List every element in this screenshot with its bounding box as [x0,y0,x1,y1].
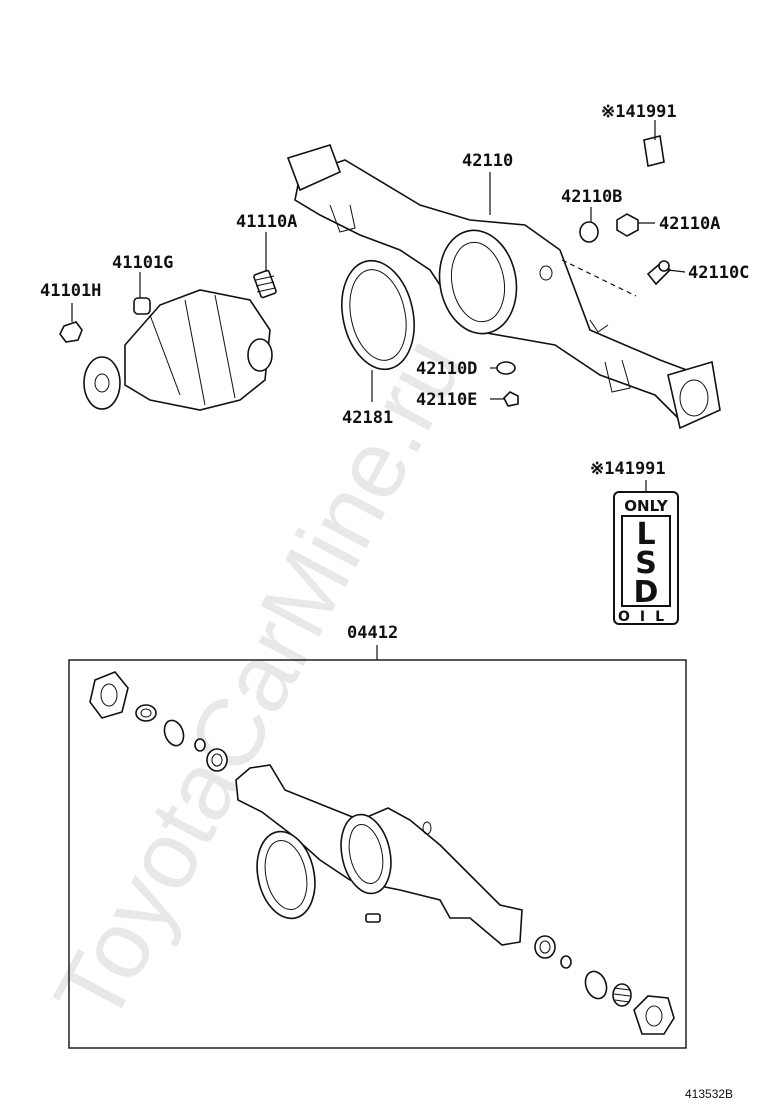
badge-bottom-text: OIL [618,609,674,625]
plug-42110D[interactable] [496,361,516,375]
plug-42110A[interactable] [616,213,639,237]
label-04412: 04412 [347,623,398,643]
label-42110: 42110 [462,151,513,171]
label-41991-top: ※141991 [601,102,677,122]
breather-42110C[interactable] [646,260,672,286]
label-41991-badge: ※141991 [590,459,666,479]
nut-41101H[interactable] [59,321,83,343]
gasket-kit-contents[interactable] [89,671,675,1035]
leader-42110C [667,269,686,273]
axle-housing-42110[interactable] [286,144,721,430]
badge-letter-s: S [635,546,657,581]
leader-breather-dashed [561,259,637,297]
nut-41101G[interactable] [133,297,151,315]
label-41101H: 41101H [40,281,101,301]
lsd-only-oil-badge[interactable]: ONLY L S D OIL [613,491,679,625]
diagram-reference-code: 413532B [685,1087,733,1101]
plug-42110E[interactable] [503,391,519,407]
gasket-kit-frame [68,659,687,1049]
label-42110C: 42110C [688,263,749,283]
stud-41110A[interactable] [253,269,277,299]
badge-letter-d: D [634,575,659,610]
label-42110E: 42110E [416,390,477,410]
label-42110B: 42110B [561,187,622,207]
plug-42110B[interactable] [579,221,599,243]
label-41110A: 41110A [236,212,297,232]
gasket-42181[interactable] [332,254,423,376]
label-42110A: 42110A [659,214,720,234]
badge-top-text: ONLY [624,497,669,515]
differential-carrier[interactable] [83,289,273,411]
label-42181: 42181 [342,408,393,428]
label-42110D: 42110D [416,359,477,379]
label-plate-41991-top[interactable] [643,135,665,167]
label-41101G: 41101G [112,253,173,273]
badge-letter-l: L [636,517,655,552]
